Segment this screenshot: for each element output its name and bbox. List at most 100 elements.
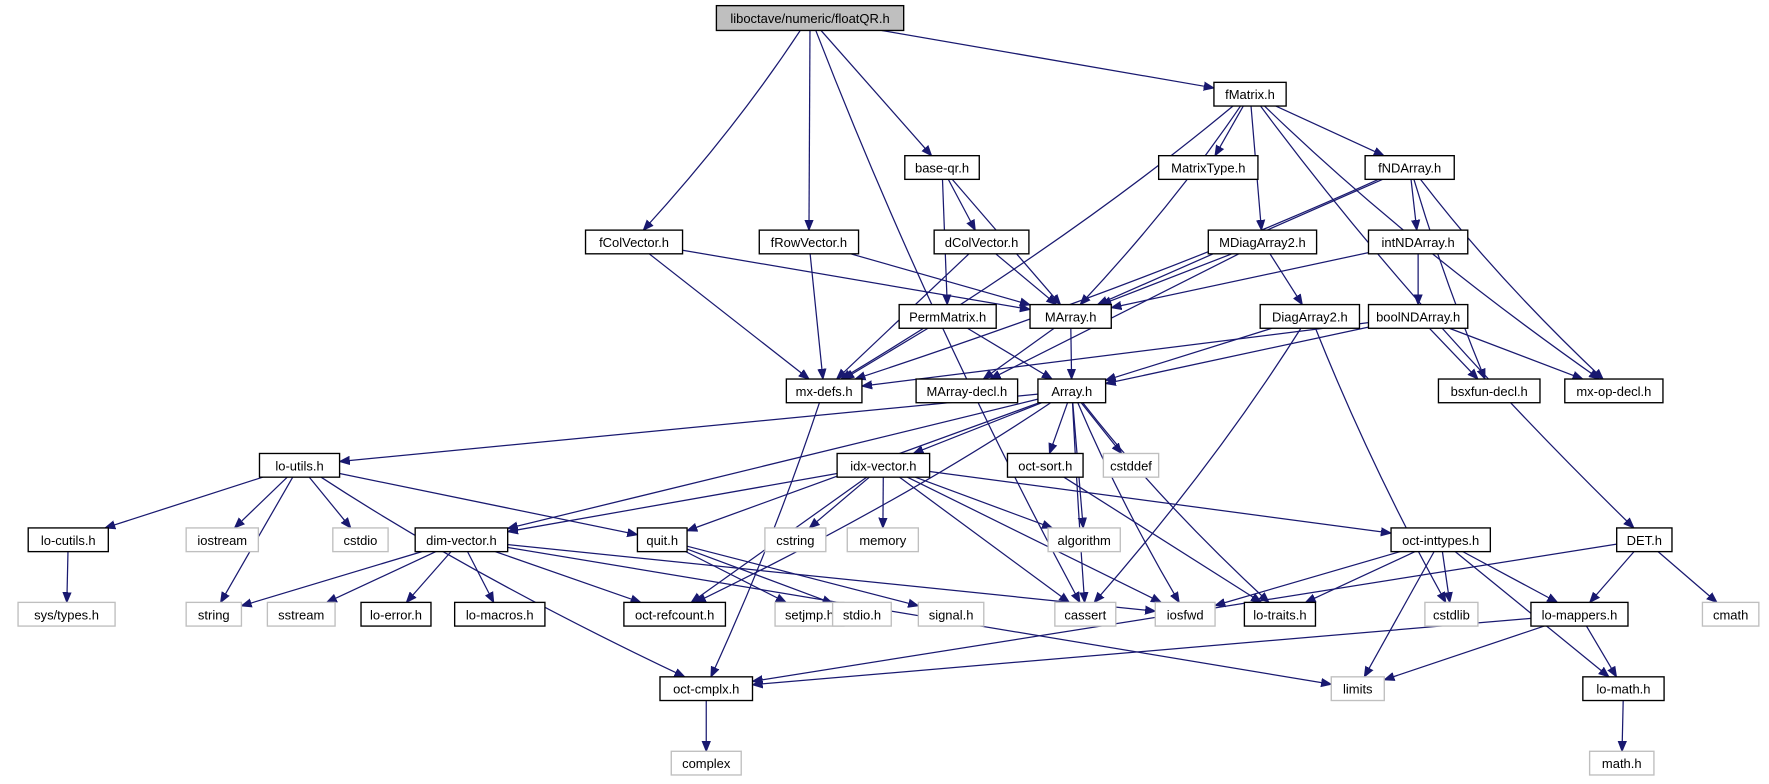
node-label: DiagArray2.h <box>1272 309 1348 324</box>
edge-permmatrix-to-mxdefs <box>844 327 929 379</box>
node-octinttypes[interactable]: oct-inttypes.h <box>1390 527 1492 553</box>
edge-idxvector-to-iosfwd <box>907 476 1161 602</box>
edge-locutils-to-systypes <box>67 551 68 603</box>
node-label: liboctave/numeric/floatQR.h <box>730 11 889 26</box>
node-cstdlib[interactable]: cstdlib <box>1424 601 1479 627</box>
node-box <box>1102 452 1160 478</box>
node-octsort[interactable]: oct-sort.h <box>1006 452 1084 478</box>
node-label: math.h <box>1602 756 1642 771</box>
node-label: cstring <box>776 533 814 548</box>
node-cstddef[interactable]: cstddef <box>1102 452 1160 478</box>
edge-array-to-dimvector <box>508 398 1039 528</box>
node-box <box>266 601 336 627</box>
node-box <box>1047 527 1121 553</box>
node-box <box>933 229 1030 255</box>
edges-layer <box>67 29 1717 751</box>
node-mxopdecl[interactable]: mx-op-decl.h <box>1564 378 1664 404</box>
edge-marray-to-marraydecl <box>983 327 1055 379</box>
node-cstring[interactable]: cstring <box>764 527 827 553</box>
node-limits[interactable]: limits <box>1330 676 1385 702</box>
node-label: dim-vector.h <box>426 533 497 548</box>
node-loerror[interactable]: lo-error.h <box>360 601 432 627</box>
node-signal[interactable]: signal.h <box>917 601 985 627</box>
node-diagarray2[interactable]: DiagArray2.h <box>1259 303 1361 329</box>
node-cmath[interactable]: cmath <box>1701 601 1760 627</box>
node-baseqr[interactable]: base-qr.h <box>904 154 980 181</box>
node-quit[interactable]: quit.h <box>636 527 688 553</box>
node-box <box>27 527 109 553</box>
node-box <box>258 452 341 478</box>
node-iosfwd[interactable]: iosfwd <box>1154 601 1216 627</box>
node-label: mx-op-decl.h <box>1576 384 1651 399</box>
edge-octinttypes-to-lomappers <box>1462 551 1558 603</box>
node-mathh[interactable]: math.h <box>1588 750 1655 776</box>
node-label: lo-traits.h <box>1253 607 1306 622</box>
node-fcolvector[interactable]: fColVector.h <box>584 229 684 255</box>
edge-det-to-cmath <box>1657 551 1717 603</box>
node-label: stdio.h <box>843 607 881 622</box>
edge-fmatrix-to-marray <box>1080 105 1241 305</box>
node-lomappers[interactable]: lo-mappers.h <box>1530 601 1629 627</box>
node-systypes[interactable]: sys/types.h <box>17 601 116 627</box>
node-permmatrix[interactable]: PermMatrix.h <box>898 303 997 329</box>
node-marraydecl[interactable]: MArray-decl.h <box>915 378 1019 404</box>
nodes-layer: liboctave/numeric/floatQR.h fMatrix.h base… <box>17 4 1760 776</box>
node-algorithm[interactable]: algorithm <box>1047 527 1121 553</box>
node-box <box>1213 81 1287 107</box>
node-bsxfundecl[interactable]: bsxfun-decl.h <box>1437 378 1541 404</box>
edge-root-to-baseqr <box>820 30 932 155</box>
edge-diagarray2-to-cassert <box>1094 327 1302 602</box>
node-complex[interactable]: complex <box>670 750 742 776</box>
node-marray[interactable]: MArray.h <box>1029 303 1112 329</box>
node-label: oct-cmplx.h <box>673 682 739 697</box>
node-label: lo-macros.h <box>466 607 534 622</box>
node-dcolvector[interactable]: dColVector.h <box>933 229 1030 255</box>
edge-array-to-cassert <box>1071 402 1084 603</box>
node-label: setjmp.h <box>785 607 834 622</box>
node-fndarray[interactable]: fNDArray.h <box>1364 154 1455 181</box>
node-label: cstddef <box>1110 458 1152 473</box>
node-label: lo-mappers.h <box>1542 607 1618 622</box>
node-loutils[interactable]: lo-utils.h <box>258 452 341 478</box>
node-string[interactable]: string <box>185 601 243 627</box>
node-setjmp[interactable]: setjmp.h <box>774 601 845 627</box>
node-boolndarray[interactable]: boolNDArray.h <box>1367 303 1469 329</box>
node-locutils[interactable]: lo-cutils.h <box>27 527 109 553</box>
node-box <box>332 527 389 553</box>
edge-dcolvector-to-marray <box>995 253 1057 305</box>
edge-loutils-to-locutils <box>105 476 263 528</box>
node-iostream[interactable]: iostream <box>185 527 260 553</box>
node-dimvector[interactable]: dim-vector.h <box>414 527 509 553</box>
node-memory[interactable]: memory <box>846 527 920 553</box>
node-cassert[interactable]: cassert <box>1054 601 1117 627</box>
node-label: cstdlib <box>1433 607 1470 622</box>
node-fmatrix[interactable]: fMatrix.h <box>1213 81 1287 107</box>
node-lomath[interactable]: lo-math.h <box>1582 676 1665 702</box>
node-lotraits[interactable]: lo-traits.h <box>1243 601 1317 627</box>
node-box <box>1243 601 1317 627</box>
node-stdio[interactable]: stdio.h <box>831 601 892 627</box>
node-box <box>1367 303 1469 329</box>
node-octrefcount[interactable]: oct-refcount.h <box>623 601 727 627</box>
node-sstream[interactable]: sstream <box>266 601 336 627</box>
node-octcmplx[interactable]: oct-cmplx.h <box>659 676 754 702</box>
edge-loutils-to-cstdio <box>308 476 351 528</box>
node-mxdefs[interactable]: mx-defs.h <box>785 378 863 404</box>
node-cstdio[interactable]: cstdio <box>332 527 389 553</box>
node-idxvector[interactable]: idx-vector.h <box>836 452 931 478</box>
node-label: idx-vector.h <box>850 458 916 473</box>
node-lomacros[interactable]: lo-macros.h <box>453 601 546 627</box>
node-det[interactable]: DET.h <box>1616 527 1673 553</box>
node-box <box>185 601 243 627</box>
node-frowvector[interactable]: fRowVector.h <box>758 229 860 255</box>
edge-lomappers-to-lomath <box>1585 625 1616 677</box>
node-root[interactable]: liboctave/numeric/floatQR.h <box>715 4 905 32</box>
edge-dimvector-to-octrefcount <box>495 551 640 603</box>
node-intndarray[interactable]: intNDArray.h <box>1367 229 1469 255</box>
node-matrixtype[interactable]: MatrixType.h <box>1157 154 1259 181</box>
node-array[interactable]: Array.h <box>1037 378 1107 404</box>
node-box <box>636 527 688 553</box>
node-mdiagarray2[interactable]: MDiagArray2.h <box>1207 229 1318 255</box>
edge-idxvector-to-dimvector <box>508 472 838 531</box>
edge-octinttypes-to-cstdlib <box>1441 551 1449 603</box>
